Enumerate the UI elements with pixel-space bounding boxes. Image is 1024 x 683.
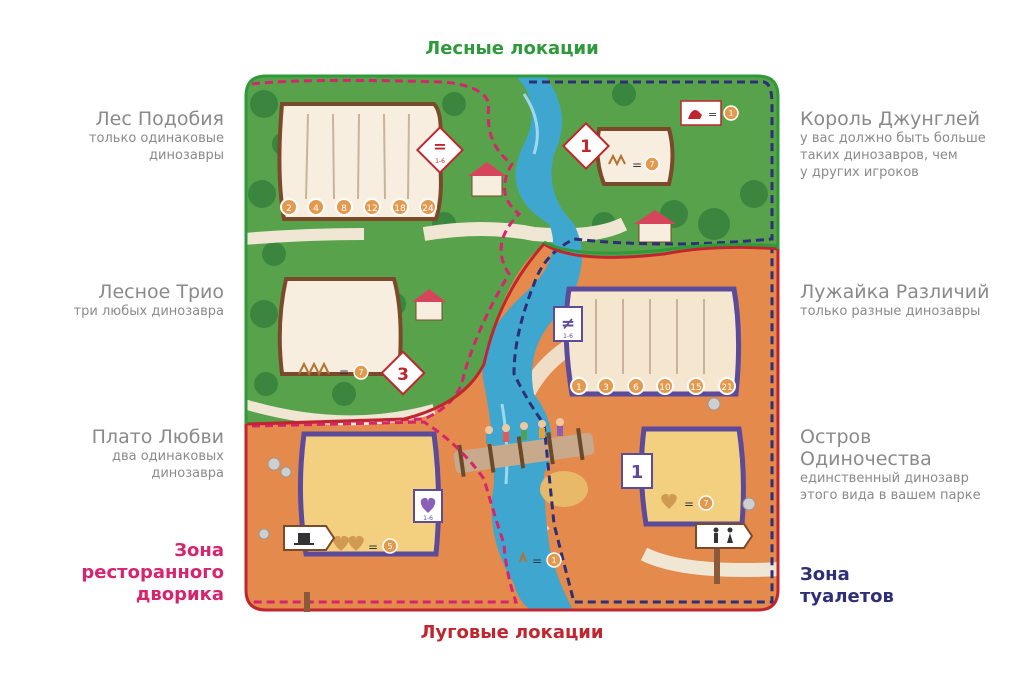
tile-trio-number: 3 [380, 350, 426, 396]
trio-score: = 7 [298, 361, 369, 380]
svg-text:5: 5 [387, 542, 392, 551]
label-toilet-zone: Зона туалетов [800, 564, 894, 607]
difference-score: 3 [603, 383, 609, 393]
difference-score: 1 [576, 383, 582, 393]
svg-text:≠: ≠ [561, 314, 575, 334]
svg-text:3: 3 [397, 365, 409, 385]
svg-text:1: 1 [631, 462, 644, 483]
tile-love: 1-6 [413, 489, 443, 523]
forest-score: 4 [313, 204, 319, 214]
svg-text:1-6: 1-6 [423, 515, 433, 522]
forest-score: 12 [366, 204, 377, 214]
svg-text:1-6: 1-6 [435, 158, 445, 165]
label-meadow-difference: Лужайка Различий только разные динозавры [800, 281, 990, 319]
svg-text:=: = [368, 540, 378, 554]
label-forest-similarity: Лес Подобия только одинаковые динозавры [88, 108, 224, 163]
park-board: 2 4 8 12 18 24 1 3 6 10 15 21 = 1-6 1 = … [244, 74, 780, 612]
king-dino-badge: = 1 [680, 100, 739, 126]
svg-text:=: = [684, 497, 694, 511]
svg-text:1: 1 [551, 556, 556, 565]
river-score: = 1 [519, 551, 562, 568]
house-icon [468, 162, 506, 197]
island-score: = 7 [661, 493, 714, 511]
svg-text:=: = [532, 554, 542, 568]
visitors-on-bridge [485, 418, 564, 444]
label-restaurant-zone: Зона ресторанного дворика [81, 540, 224, 605]
difference-score: 10 [659, 383, 671, 393]
meadow-locations-header: Луговые локации [420, 622, 604, 643]
svg-text:1-6: 1-6 [563, 333, 573, 340]
love-score: = 5 [333, 535, 398, 554]
forest-score: 2 [286, 204, 292, 214]
forest-score-track: 2 4 8 12 18 24 [280, 198, 437, 216]
tile-notequal: ≠ 1-6 [553, 306, 583, 342]
house-icon [412, 289, 446, 321]
label-jungle-king: Король Джунглей у вас должно быть больше… [800, 108, 986, 180]
king-score: = 7 [608, 153, 660, 172]
svg-text:7: 7 [703, 499, 708, 508]
svg-text:7: 7 [649, 160, 654, 169]
svg-text:=: = [632, 158, 642, 172]
forest-locations-header: Лесные локации [425, 38, 599, 59]
forest-score: 8 [341, 204, 347, 214]
tile-king-number: 1 [561, 121, 611, 171]
svg-text:=: = [708, 108, 717, 121]
difference-score: 6 [633, 383, 639, 393]
svg-text:1: 1 [580, 137, 592, 157]
tile-equal: = 1-6 [415, 125, 465, 175]
svg-text:=: = [339, 365, 349, 379]
difference-score: 15 [690, 383, 701, 393]
svg-text:=: = [433, 137, 446, 156]
tile-island-number: 1 [621, 453, 653, 489]
toilet-icon [695, 523, 754, 584]
house-icon [634, 210, 676, 243]
svg-text:7: 7 [358, 368, 363, 377]
forest-score: 24 [422, 204, 434, 214]
label-forest-trio: Лесное Трио три любых динозавра [73, 281, 224, 319]
label-lonely-island: Остров Одиночества единственный динозавр… [800, 426, 981, 503]
svg-text:1: 1 [728, 109, 733, 118]
difference-score: 21 [721, 383, 732, 393]
label-love-plateau: Плато Любви два одинаковых динозавра [91, 426, 224, 481]
forest-score: 18 [394, 204, 406, 214]
difference-score-track: 1 3 6 10 15 21 [570, 377, 736, 395]
coffee-cup-icon [283, 525, 336, 612]
